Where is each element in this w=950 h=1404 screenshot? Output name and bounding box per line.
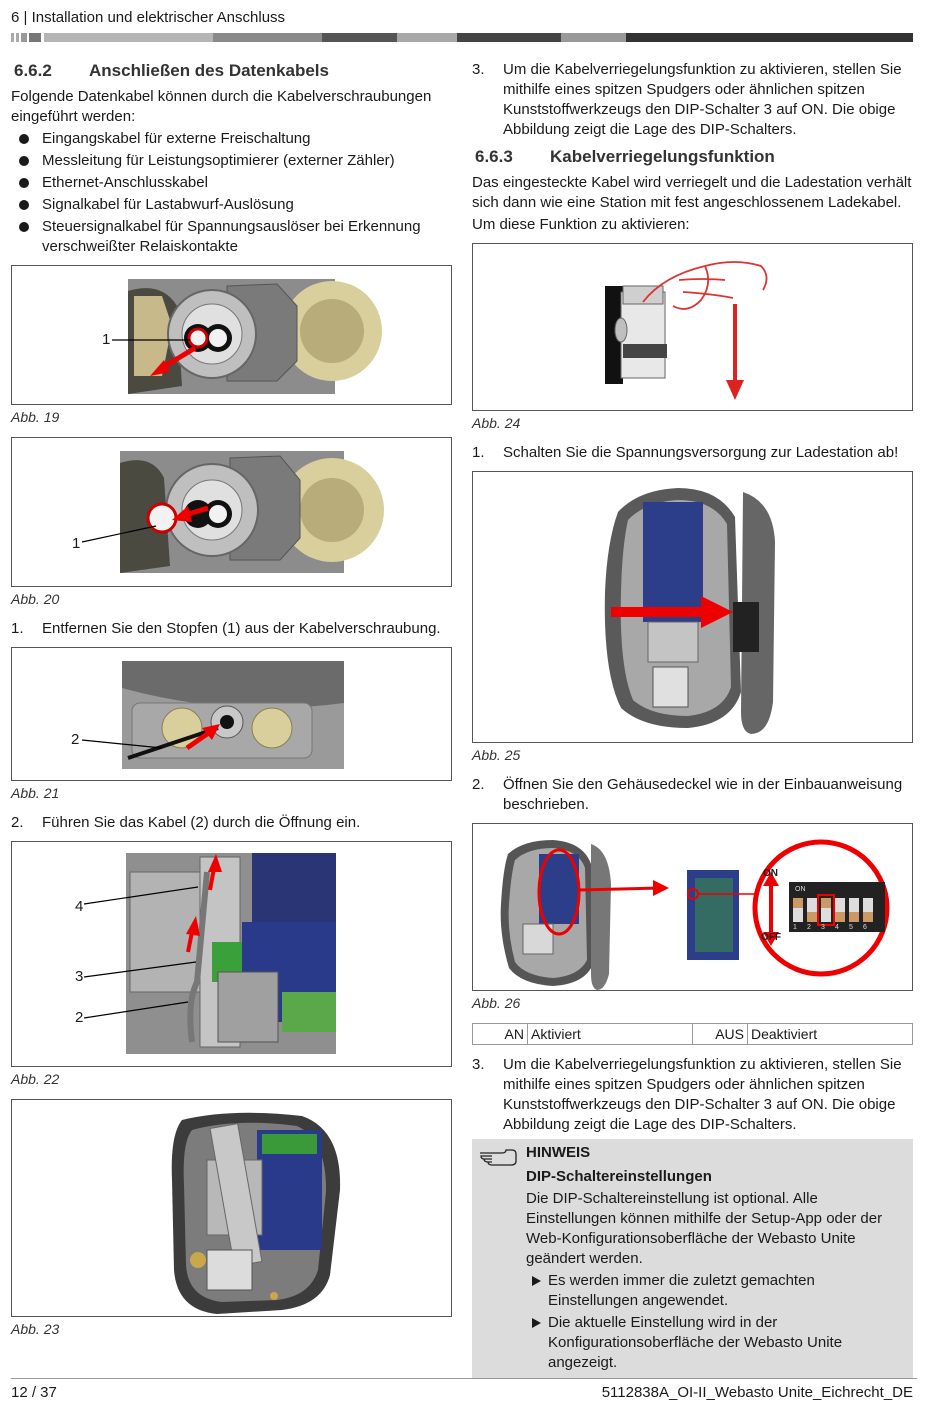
intro-text: Folgende Datenkabel können durch die Kab…	[11, 88, 432, 125]
dip-on-label: ON	[795, 886, 806, 893]
caption-abb-20: Abb. 20	[11, 591, 60, 607]
list-item: Steuersignalkabel für Spannungsauslöser …	[11, 217, 452, 257]
dip-number-row: 1 2 3 4 5 6	[793, 924, 867, 931]
cable-insertion-illustration	[81, 661, 344, 769]
caption-abb-19: Abb. 19	[11, 409, 60, 425]
list-item: Die aktuelle Einstellung wird in der Kon…	[526, 1313, 903, 1373]
callout-2: 2	[71, 731, 80, 748]
caption-abb-21: Abb. 21	[11, 785, 60, 801]
section-heading-663: 6.6.3 Kabelverriegelungsfunktion	[475, 147, 775, 166]
cable-list: Eingangskabel für externe Freischaltung …	[11, 129, 452, 257]
cable-routing-illustration	[83, 853, 336, 1054]
figure-20: 1	[11, 437, 452, 587]
activate-text: Um diese Funktion zu aktivieren:	[472, 216, 690, 233]
page-number: 12 / 37	[11, 1384, 57, 1401]
callout-1: 1	[72, 535, 81, 552]
table-key-aus: AUS	[693, 1024, 748, 1044]
step-2-right: 2. Öffnen Sie den Gehäusedeckel wie in d…	[472, 776, 903, 813]
notice-heading: HINWEIS	[526, 1144, 591, 1161]
step-3-bottom: 3. Um die Kabelverriegelungsfunktion zu …	[472, 1056, 902, 1133]
step-3-top: 3. Um die Kabelverriegelungsfunktion zu …	[472, 61, 902, 138]
list-item: Ethernet-Anschlusskabel	[11, 173, 452, 193]
header-decor-bar	[11, 33, 913, 42]
caption-abb-22: Abb. 22	[11, 1071, 60, 1087]
caption-abb-25: Abb. 25	[472, 747, 521, 763]
step-2-left: 2. Führen Sie das Kabel (2) durch die Öf…	[11, 814, 361, 831]
figure-26: ON OFF ON 1 2 3 4 5 6	[472, 823, 913, 991]
document-id: 5112838A_OI-II_Webasto Unite_Eichrecht_D…	[601, 1384, 913, 1401]
caption-abb-24: Abb. 24	[472, 415, 521, 431]
callout-1: 1	[102, 331, 111, 348]
left-column: 6.6.2 Anschließen des Datenkabels Folgen…	[11, 60, 452, 1349]
table-value-aus: Deaktiviert	[751, 1026, 818, 1042]
caption-abb-23: Abb. 23	[11, 1321, 60, 1337]
right-column: 3. Um die Kabelverriegelungsfunktion zu …	[472, 60, 913, 1379]
step-1-right: 1. Schalten Sie die Spannungsversorgung …	[472, 444, 899, 461]
list-item: Signalkabel für Lastabwurf-Auslösung	[11, 195, 452, 215]
figure-21: 2	[11, 647, 452, 781]
list-item: Es werden immer die zuletzt gemachten Ei…	[526, 1271, 903, 1311]
caption-abb-26: Abb. 26	[472, 995, 521, 1011]
notice-subheading: DIP-Schaltereinstellungen	[526, 1168, 712, 1185]
table-key-an: AN	[473, 1024, 528, 1044]
footer-divider	[11, 1378, 917, 1379]
figure-22: 4 3 2	[11, 841, 452, 1067]
list-item: Messleitung für Leistungsoptimierer (ext…	[11, 151, 452, 171]
off-label: OFF	[761, 932, 781, 943]
figure-24	[472, 243, 913, 411]
figure-19: 1	[11, 265, 452, 405]
intro-text: Das eingesteckte Kabel wird verriegelt u…	[472, 174, 912, 211]
dip-switch-location-illustration	[500, 839, 890, 990]
figure-23	[11, 1099, 452, 1317]
switch-state-table: AN Aktiviert AUS Deaktiviert	[472, 1023, 913, 1045]
open-housing-cover-illustration	[604, 488, 775, 734]
cable-gland-plug-removed-illustration	[81, 451, 384, 573]
notice-body: Die DIP-Schaltereinstellung ist optional…	[526, 1190, 883, 1267]
notice-box: HINWEIS DIP-Schaltereinstellungen Die DI…	[472, 1139, 913, 1379]
pointing-hand-icon	[480, 1149, 517, 1166]
callout-4: 4	[75, 898, 84, 915]
figure-25	[472, 471, 913, 743]
callout-3: 3	[75, 968, 84, 985]
page-header-title: 6 | Installation und elektrischer Anschl…	[11, 9, 286, 26]
on-label: ON	[763, 868, 778, 879]
list-item: Eingangskabel für externe Freischaltung	[11, 129, 452, 149]
step-1-left: 1. Entfernen Sie den Stopfen (1) aus der…	[11, 620, 441, 637]
callout-2: 2	[75, 1009, 84, 1026]
charger-open-housing-illustration	[171, 1112, 341, 1314]
dip-switch-row	[793, 898, 873, 922]
section-heading-662: 6.6.2 Anschließen des Datenkabels	[14, 61, 329, 80]
power-switch-off-illustration	[605, 261, 768, 400]
cable-gland-plug-illustration	[112, 279, 382, 394]
table-value-an: Aktiviert	[528, 1024, 693, 1044]
